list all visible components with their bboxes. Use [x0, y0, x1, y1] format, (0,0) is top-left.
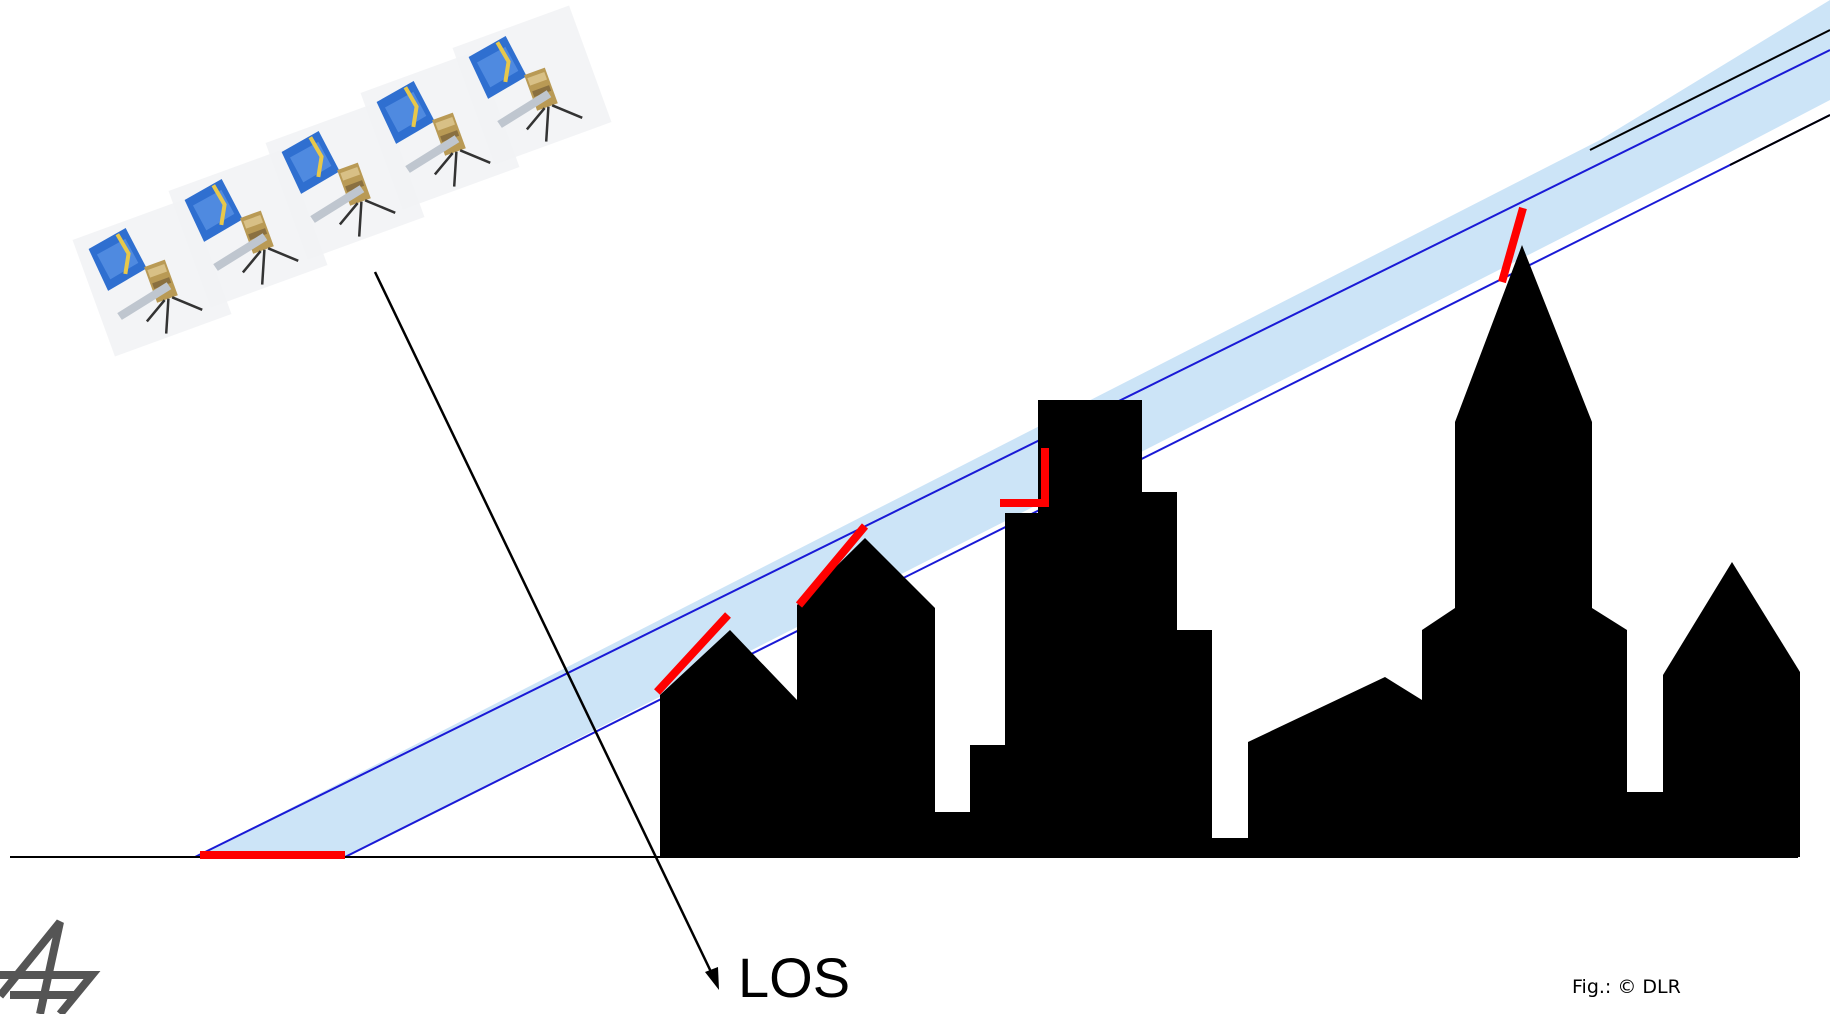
band-upper-edge: [194, 49, 1830, 858]
layover-tower-corner: [1000, 448, 1049, 507]
los-label: LOS: [738, 946, 851, 1009]
los-arrow: [373, 271, 719, 990]
layover-segments: [200, 206, 1527, 859]
building-tower: [970, 400, 1212, 857]
figure-credit: Fig.: © DLR: [1572, 976, 1681, 998]
ray-upper-tail: [1589, 29, 1830, 151]
building-house-1: [660, 630, 797, 857]
building-church: [1248, 245, 1627, 857]
layover-house-1-roof: [654, 612, 731, 695]
ray-lower-tail: [1729, 114, 1830, 166]
building-house-2: [797, 538, 935, 857]
satellite-icons: [70, 3, 614, 359]
layover-church-spire: [1498, 206, 1527, 284]
building-low-block-3: [1627, 792, 1667, 857]
city-skyline: [660, 245, 1800, 857]
building-right-gable: [1663, 562, 1800, 857]
building-low-block-1: [935, 812, 975, 857]
building-low-block-2: [1212, 838, 1252, 857]
layover-house-2-roof: [795, 523, 869, 608]
dlr-logo-icon: [0, 919, 101, 1014]
